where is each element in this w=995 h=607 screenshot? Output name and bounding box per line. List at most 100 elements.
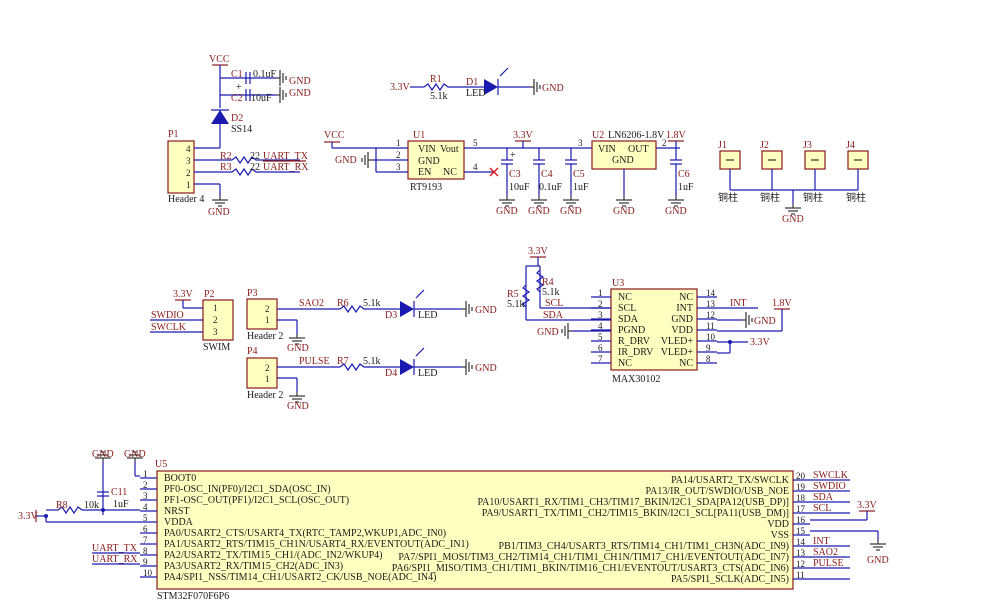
svg-text:1: 1: [396, 138, 401, 148]
swdio-net-p2: SWDIO: [151, 310, 184, 321]
svg-text:Vout: Vout: [440, 144, 459, 155]
u3-pin-right-14: NC: [679, 292, 693, 303]
svg-text:GND: GND: [613, 206, 635, 217]
svg-text:SWIM: SWIM: [203, 342, 230, 353]
svg-text:22: 22: [250, 162, 260, 173]
u3-pin-right-9: VLED+: [661, 347, 694, 358]
u5-pin-right-14: PB1/TIM3_CH4/USART3_RTS/TIM14_CH1/TIM1_C…: [499, 541, 789, 552]
c1-value: 0.1uF: [253, 69, 277, 80]
u2-name: LN6206-1.8V: [608, 130, 665, 141]
svg-text:9: 9: [143, 557, 148, 567]
svg-text:1: 1: [143, 469, 148, 479]
svg-text:10uF: 10uF: [509, 182, 530, 193]
svg-text:7: 7: [143, 535, 148, 545]
svg-text:VIN: VIN: [418, 144, 436, 155]
svg-text:10: 10: [706, 332, 716, 342]
svg-text:GND: GND: [418, 156, 440, 167]
svg-text:D1: D1: [466, 77, 478, 88]
svg-text:1uF: 1uF: [678, 182, 694, 193]
u2-ln6206-ldo: U2 LN6206-1.8V VIN OUT GND 3 2 GND 1.8V …: [578, 130, 694, 217]
svg-text:2: 2: [213, 315, 218, 325]
r7-resistor-icon: [339, 362, 400, 372]
u5-pin-left-3: PF1-OSC_OUT(PF1)/I2C1_SCL(OSC_OUT): [164, 495, 349, 506]
u3-pin-right-12: GND: [671, 314, 693, 325]
c2-value: 10uF: [251, 93, 272, 104]
gnd-label-c2: GND: [289, 88, 311, 99]
svg-text:2: 2: [143, 480, 148, 490]
svg-text:11: 11: [796, 570, 805, 580]
u3-pin-right-11: VDD: [671, 325, 693, 336]
svg-text:3: 3: [213, 327, 218, 337]
svg-text:5.1k: 5.1k: [430, 91, 448, 102]
u5-pin-right-16: VDD: [767, 519, 789, 530]
svg-text:1.8V: 1.8V: [772, 298, 793, 309]
svg-text:17: 17: [796, 504, 806, 514]
mount-4-designator: J4: [846, 140, 855, 151]
gnd-label-c1: GND: [289, 76, 311, 87]
u3-pin-left-6: IR_DRV: [618, 347, 654, 358]
p3-sao2-led: P3 2 1 Header 2 GND SAO2 R6 5.1k D3 LED …: [246, 288, 497, 354]
svg-text:SCL: SCL: [813, 503, 831, 514]
svg-text:1uF: 1uF: [573, 182, 589, 193]
p1-header-4: P1 4 3 2 1 Header 4 GND R2 22 R3 22 UART…: [167, 129, 309, 218]
d2-designator: D2: [231, 113, 243, 124]
u3-pin-left-3: SDA: [618, 314, 639, 325]
svg-text:8: 8: [143, 546, 148, 556]
svg-text:1: 1: [186, 180, 191, 190]
svg-text:D3: D3: [385, 310, 397, 321]
d4-led-icon: [400, 359, 414, 375]
u3-pin-left-4: PGND: [618, 325, 645, 336]
uart-rx-net-u5: UART_RX: [92, 554, 138, 565]
svg-text:18: 18: [796, 493, 806, 503]
u3-name: MAX30102: [612, 374, 660, 385]
svg-text:1: 1: [213, 303, 218, 313]
u5-pin-left-2: PF0-OSC_IN(PF0)/I2C1_SDA(OSC_IN): [164, 484, 331, 495]
uart-rx-net-p1: UART_RX: [263, 162, 309, 173]
svg-text:2: 2: [265, 363, 270, 373]
swclk-net-p2: SWCLK: [151, 322, 187, 333]
svg-text:LED: LED: [466, 88, 485, 99]
c2-designator: C2: [231, 93, 243, 104]
svg-text:GND: GND: [335, 155, 357, 166]
u1-rt9193-ldo: VCC GND U1 1 2 3 VIN GND EN Vout NC 5 4 …: [324, 130, 592, 217]
svg-text:PULSE: PULSE: [299, 356, 330, 367]
mount-2-label: 铜柱: [760, 191, 780, 204]
svg-text:GND: GND: [496, 206, 518, 217]
mount-1-label: 铜柱: [718, 191, 738, 204]
d2-diode-icon: [211, 110, 229, 124]
u5-pin-right-15: VSS: [771, 530, 789, 541]
svg-text:C6: C6: [678, 169, 690, 180]
svg-text:3: 3: [578, 138, 583, 148]
vcc-input-block: VCC C1 0.1uF C2 10uF + GND GND D2 SS14: [209, 54, 311, 148]
svg-text:5: 5: [143, 513, 148, 523]
svg-text:1: 1: [598, 288, 603, 298]
u5-name: STM32F070F6P6: [157, 591, 229, 602]
mount-3-label: 铜柱: [803, 191, 823, 204]
svg-text:3.3V: 3.3V: [18, 511, 39, 522]
mount-2-designator: J2: [760, 140, 769, 151]
svg-text:GND: GND: [867, 555, 889, 566]
svg-text:6: 6: [143, 524, 148, 534]
svg-text:14: 14: [706, 288, 716, 298]
svg-text:P4: P4: [247, 346, 258, 357]
svg-text:C11: C11: [111, 487, 127, 498]
u5-pin-right-17: PA9/USART1_TX/TIM1_CH2/TIM15_BKIN/I2C1_S…: [482, 508, 789, 519]
svg-text:GND: GND: [475, 363, 497, 374]
r3-resistor-icon: [231, 167, 300, 177]
svg-text:3: 3: [186, 156, 191, 166]
svg-text:5: 5: [473, 138, 478, 148]
svg-text:GND: GND: [287, 401, 309, 412]
svg-text:3.3V: 3.3V: [750, 337, 771, 348]
d2-value: SS14: [231, 124, 252, 135]
vcc-label: VCC: [209, 54, 230, 65]
svg-text:3.3V: 3.3V: [173, 289, 194, 300]
svg-text:GND: GND: [754, 316, 776, 327]
svg-text:12: 12: [706, 310, 715, 320]
svg-text:SAO2: SAO2: [299, 298, 324, 309]
r2-resistor-icon: [231, 155, 300, 165]
svg-text:LED: LED: [418, 310, 437, 321]
svg-text:R3: R3: [220, 162, 232, 173]
d1-led-icon: [484, 79, 498, 95]
uart-tx-net-u5: UART_TX: [92, 543, 138, 554]
